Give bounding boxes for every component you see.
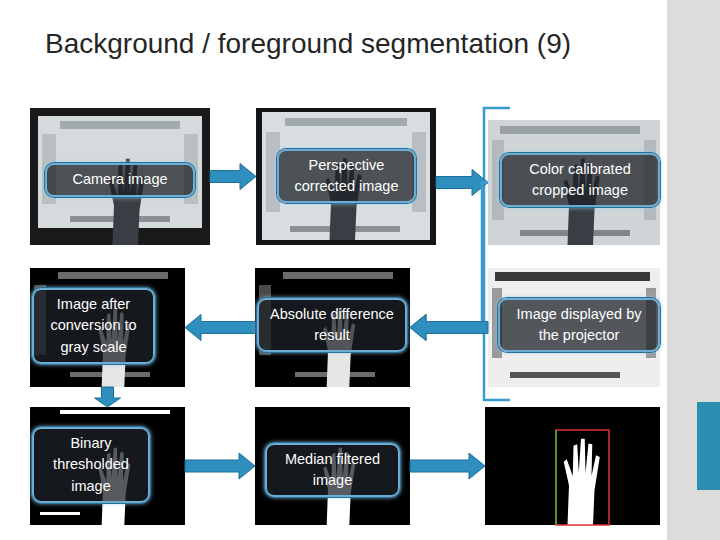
image-tile: Image displayed by the projector bbox=[488, 268, 660, 387]
image-tile: Color calibrated cropped image bbox=[488, 120, 660, 245]
perspective-image bbox=[256, 108, 436, 245]
caption-box: Binary thresholded image bbox=[32, 427, 150, 502]
caption-text: Color calibrated cropped image bbox=[508, 159, 652, 201]
caption-text: Image after conversion to gray scale bbox=[40, 294, 147, 357]
camera-image bbox=[30, 108, 210, 245]
flow-arrow bbox=[436, 170, 488, 196]
caption-box: Color calibrated cropped image bbox=[500, 153, 660, 207]
caption-text: Image displayed by the projector bbox=[506, 304, 652, 346]
flow-arrow bbox=[185, 315, 255, 341]
image-tile: Image after conversion to gray scale bbox=[30, 268, 185, 387]
group-bracket bbox=[484, 108, 510, 400]
flow-arrow bbox=[410, 183, 488, 341]
caption-box: Perspective corrected image bbox=[277, 149, 416, 203]
caption-box: Image after conversion to gray scale bbox=[32, 288, 155, 363]
side-band bbox=[667, 0, 720, 540]
caption-text: Camera image bbox=[53, 169, 187, 190]
caption-box: Camera image bbox=[45, 163, 195, 196]
binary-image bbox=[30, 407, 185, 525]
calibrated-image bbox=[488, 120, 660, 245]
image-tile: Binary thresholded image bbox=[30, 407, 185, 525]
caption-box: Image displayed by the projector bbox=[498, 298, 660, 352]
flow-arrow bbox=[95, 387, 121, 407]
caption-box: Absolute difference result bbox=[257, 298, 407, 352]
image-tile: Absolute difference result bbox=[255, 268, 410, 387]
gray-image bbox=[30, 268, 185, 387]
final-image bbox=[485, 407, 660, 525]
block-arrow bbox=[410, 453, 485, 479]
image-tile: Median filtered image bbox=[255, 407, 410, 525]
caption-box: Median filtered image bbox=[265, 443, 400, 497]
median-image bbox=[255, 407, 410, 525]
flow-arrow bbox=[185, 453, 255, 479]
caption-text: Binary thresholded image bbox=[40, 433, 142, 496]
flow-arrow bbox=[210, 164, 256, 190]
caption-text: Perspective corrected image bbox=[285, 155, 408, 197]
slide-title: Background / foreground segmentation (9) bbox=[45, 28, 571, 60]
caption-text: Median filtered image bbox=[273, 449, 392, 491]
accent-block bbox=[697, 402, 720, 490]
flow-arrow bbox=[410, 315, 488, 341]
image-tile: Camera image bbox=[30, 108, 210, 245]
image-tile: Perspective corrected image bbox=[256, 108, 436, 245]
projector-image bbox=[488, 268, 660, 387]
difference-image bbox=[255, 268, 410, 387]
caption-text: Absolute difference result bbox=[265, 304, 399, 346]
